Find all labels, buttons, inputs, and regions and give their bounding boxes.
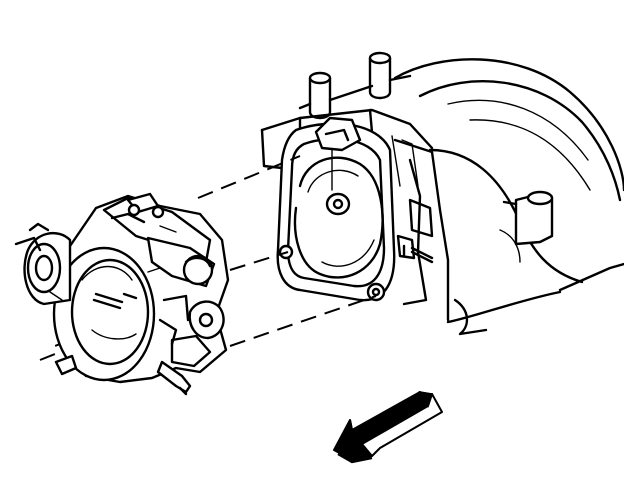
direction-arrow-icon <box>333 391 443 464</box>
throttle-body-gasket-icon <box>276 116 434 302</box>
throttle-body-icon <box>14 192 230 396</box>
intake-manifold-icon <box>260 51 624 336</box>
